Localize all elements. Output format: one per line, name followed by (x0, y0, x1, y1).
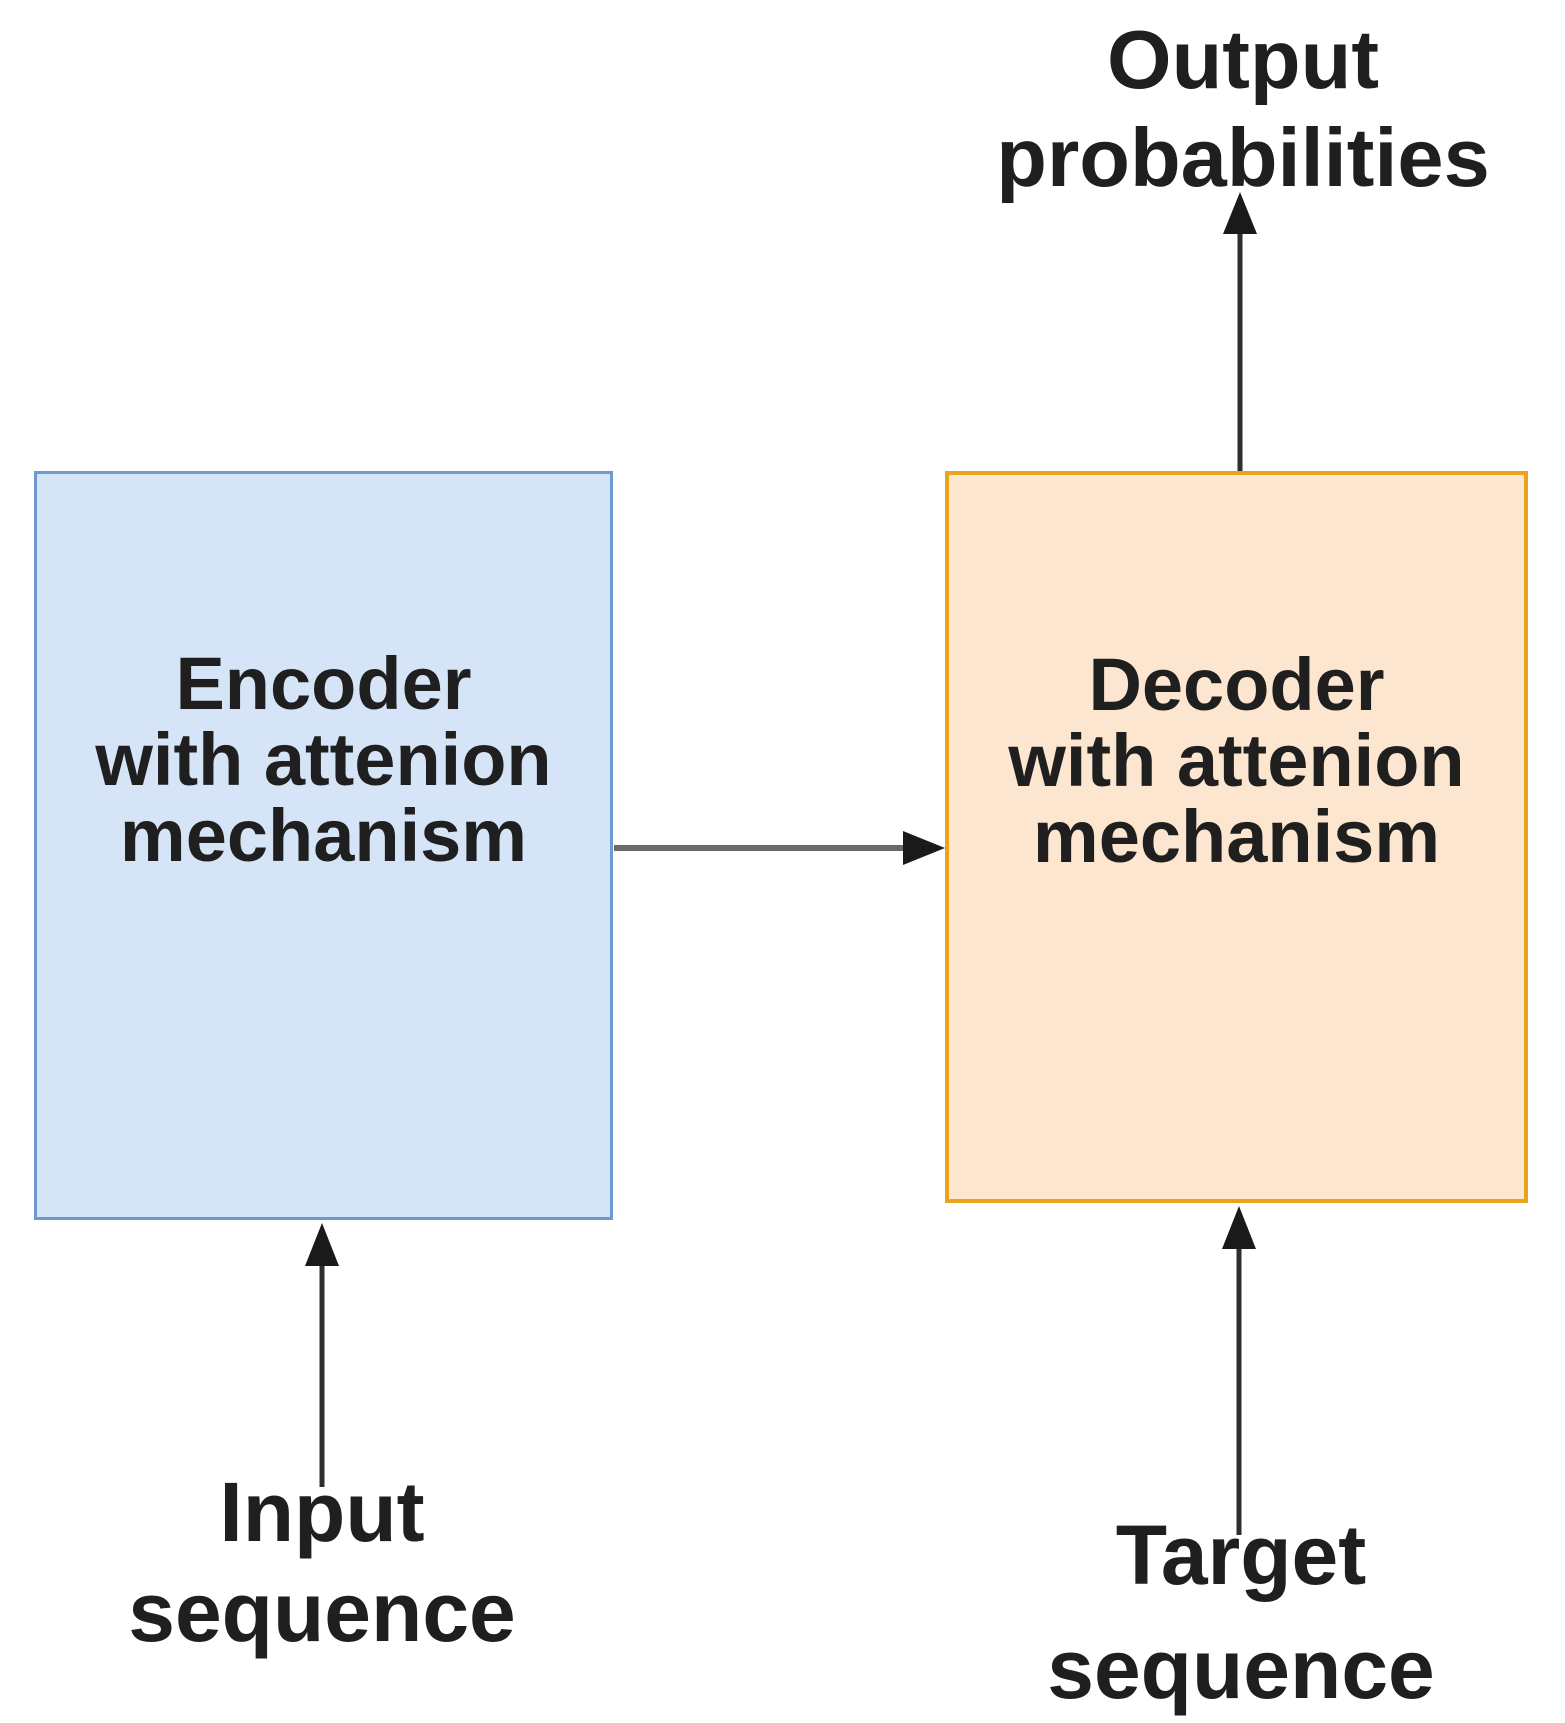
arrow-input-to-encoder (305, 1223, 339, 1487)
input-sequence-label: Input sequence (128, 1465, 516, 1659)
decoder-box: Decoder with attenion mechanism (945, 471, 1528, 1203)
target-sequence-label: Target sequence (1047, 1508, 1435, 1716)
encoder-label: Encoder with attenion mechanism (95, 642, 552, 877)
output-probabilities-label: Output probabilities (996, 13, 1490, 204)
encoder-box: Encoder with attenion mechanism (34, 471, 613, 1220)
arrow-encoder-to-decoder (614, 831, 945, 865)
decoder-label: Decoder with attenion mechanism (1008, 643, 1465, 878)
arrow-target-to-decoder (1222, 1206, 1256, 1535)
arrow-decoder-to-output (1223, 192, 1257, 472)
